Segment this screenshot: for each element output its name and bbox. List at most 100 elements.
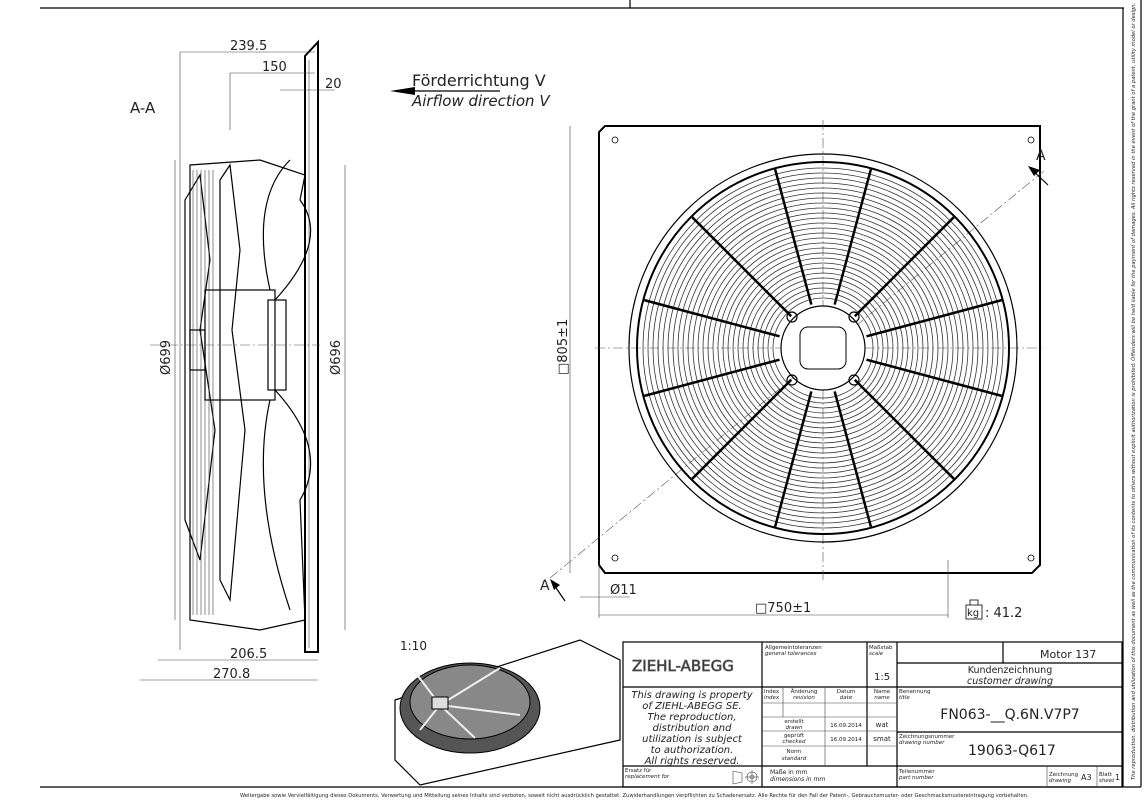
guard-ring (722, 247, 924, 449)
guard-ring (647, 172, 999, 524)
guard-ring (727, 252, 919, 444)
dim-d696: Ø696 (329, 340, 344, 375)
guard-ring (747, 272, 899, 424)
property-line: The reproduction, (647, 712, 736, 723)
guard-ring (672, 197, 974, 499)
dim-20: 20 (325, 77, 342, 92)
checked-label-en: checked (783, 739, 806, 745)
projection-symbol-icon (732, 770, 759, 785)
drawing-format: A3 (1081, 773, 1092, 782)
dim-805: □805±1 (556, 319, 571, 375)
dim-d11: Ø11 (610, 583, 637, 598)
drawing-number-label-en: drawing number (899, 740, 945, 746)
guard-ring (772, 297, 874, 399)
guard-spoke (773, 168, 813, 305)
guard-spoke (866, 358, 1003, 398)
airflow-direction: Förderrichtung V Airflow direction V (390, 71, 551, 110)
guard-ring (732, 257, 914, 439)
guard-rings (192, 170, 214, 615)
guard-ring (712, 237, 934, 459)
property-line: distribution and (653, 723, 733, 734)
dim-d699: Ø699 (159, 340, 174, 375)
guard-ring (692, 217, 954, 479)
property-line: This drawing is property (631, 690, 753, 701)
drawing-number-label: Zeichnungsnummer (899, 734, 955, 740)
tolerances-label-en: general tolerances (765, 651, 817, 657)
guard-ring (682, 207, 964, 489)
replacement-label: Ersatz für (625, 768, 652, 774)
revision-header: Änderung (791, 688, 818, 695)
guard-spokes (643, 168, 1003, 528)
side-copyright-text: The reproduction, distribution and utili… (1131, 3, 1137, 780)
airflow-label-en: Airflow direction V (411, 92, 551, 110)
company-logo: ZIEHL-ABEGG (632, 657, 734, 675)
name-header-en: name (874, 695, 890, 701)
guard-spoke (643, 298, 780, 338)
standard-label: Norm (786, 749, 801, 755)
guard-ring (742, 267, 904, 429)
guard-spoke (833, 168, 873, 305)
revision-header-en: revision (793, 695, 815, 701)
standard-label-en: standard (782, 756, 807, 762)
drawn-label: erstellt (784, 719, 804, 725)
front-view: A A □805±1 □750±1 Ø11 (540, 120, 1049, 618)
weight-indicator: kg : 41.2 (965, 599, 1022, 621)
units-label-en: dimensions in mm (770, 776, 825, 783)
guard-ring (687, 212, 959, 484)
checked-name: smat (873, 735, 891, 743)
guard-ring (752, 277, 894, 419)
isometric-view: 1:10 (394, 639, 621, 786)
part-title: FN063-__Q.6N.V7P7 (940, 707, 1079, 723)
guard-spoke (643, 358, 780, 398)
drawn-label-en: drawn (785, 725, 803, 731)
property-line: utilization is subject (642, 734, 743, 745)
section-marker-top: A (1036, 148, 1046, 164)
guard-ring (667, 192, 979, 504)
guard-spoke (833, 391, 873, 528)
date-header-en: date (840, 695, 853, 701)
sheet-label: Blatt (1099, 772, 1113, 778)
drawing-number: 19063-Q617 (968, 743, 1056, 759)
scale-value: 1:5 (874, 672, 890, 683)
guard-spoke (691, 378, 793, 480)
guard-ring (737, 262, 909, 434)
guard-spoke (691, 216, 793, 318)
guard-rings (642, 167, 1004, 529)
dim-150: 150 (262, 60, 287, 75)
guard-ring (762, 287, 884, 409)
name-header: Name (874, 689, 891, 695)
drawn-date: 16.09.2014 (830, 723, 862, 729)
guard-spoke (866, 298, 1003, 338)
weight-unit: kg (967, 608, 979, 619)
guard-spoke (853, 378, 955, 480)
guard-spoke (773, 391, 813, 528)
property-line: All rights reserved. (644, 756, 740, 767)
property-notice: This drawing is property of ZIEHL-ABEGG … (631, 690, 753, 767)
index-header: Index (764, 689, 780, 695)
guard-ring (657, 182, 989, 514)
iso-scale: 1:10 (400, 639, 427, 653)
section-label: A-A (130, 99, 156, 117)
index-header-en: index (764, 695, 780, 701)
part-number-label: Teilenummer (898, 769, 935, 775)
date-header: Datum (837, 689, 856, 695)
footer-copyright-text: Weitergabe sowie Vervielfältigung dieses… (240, 793, 1029, 799)
guard-ring (662, 187, 984, 509)
guard-ring (652, 177, 994, 519)
guard-spoke (853, 216, 955, 318)
property-line: of ZIEHL-ABEGG SE. (642, 701, 741, 712)
title-label: Benennung (899, 689, 930, 695)
dim-206-5: 206.5 (230, 647, 267, 662)
checked-label: geprüft (784, 733, 805, 739)
guard-ring (702, 227, 944, 469)
doc-type-en: customer drawing (967, 676, 1053, 687)
guard-ring (697, 222, 949, 474)
dim-270-8: 270.8 (213, 667, 250, 682)
title-label-en: title (899, 695, 910, 701)
dim-239-5: 239.5 (230, 39, 267, 54)
part-number-label-en: part number (898, 775, 934, 781)
guard-ring (757, 282, 889, 414)
property-line: to authorization. (651, 745, 734, 756)
weight-value: : 41.2 (985, 606, 1022, 621)
